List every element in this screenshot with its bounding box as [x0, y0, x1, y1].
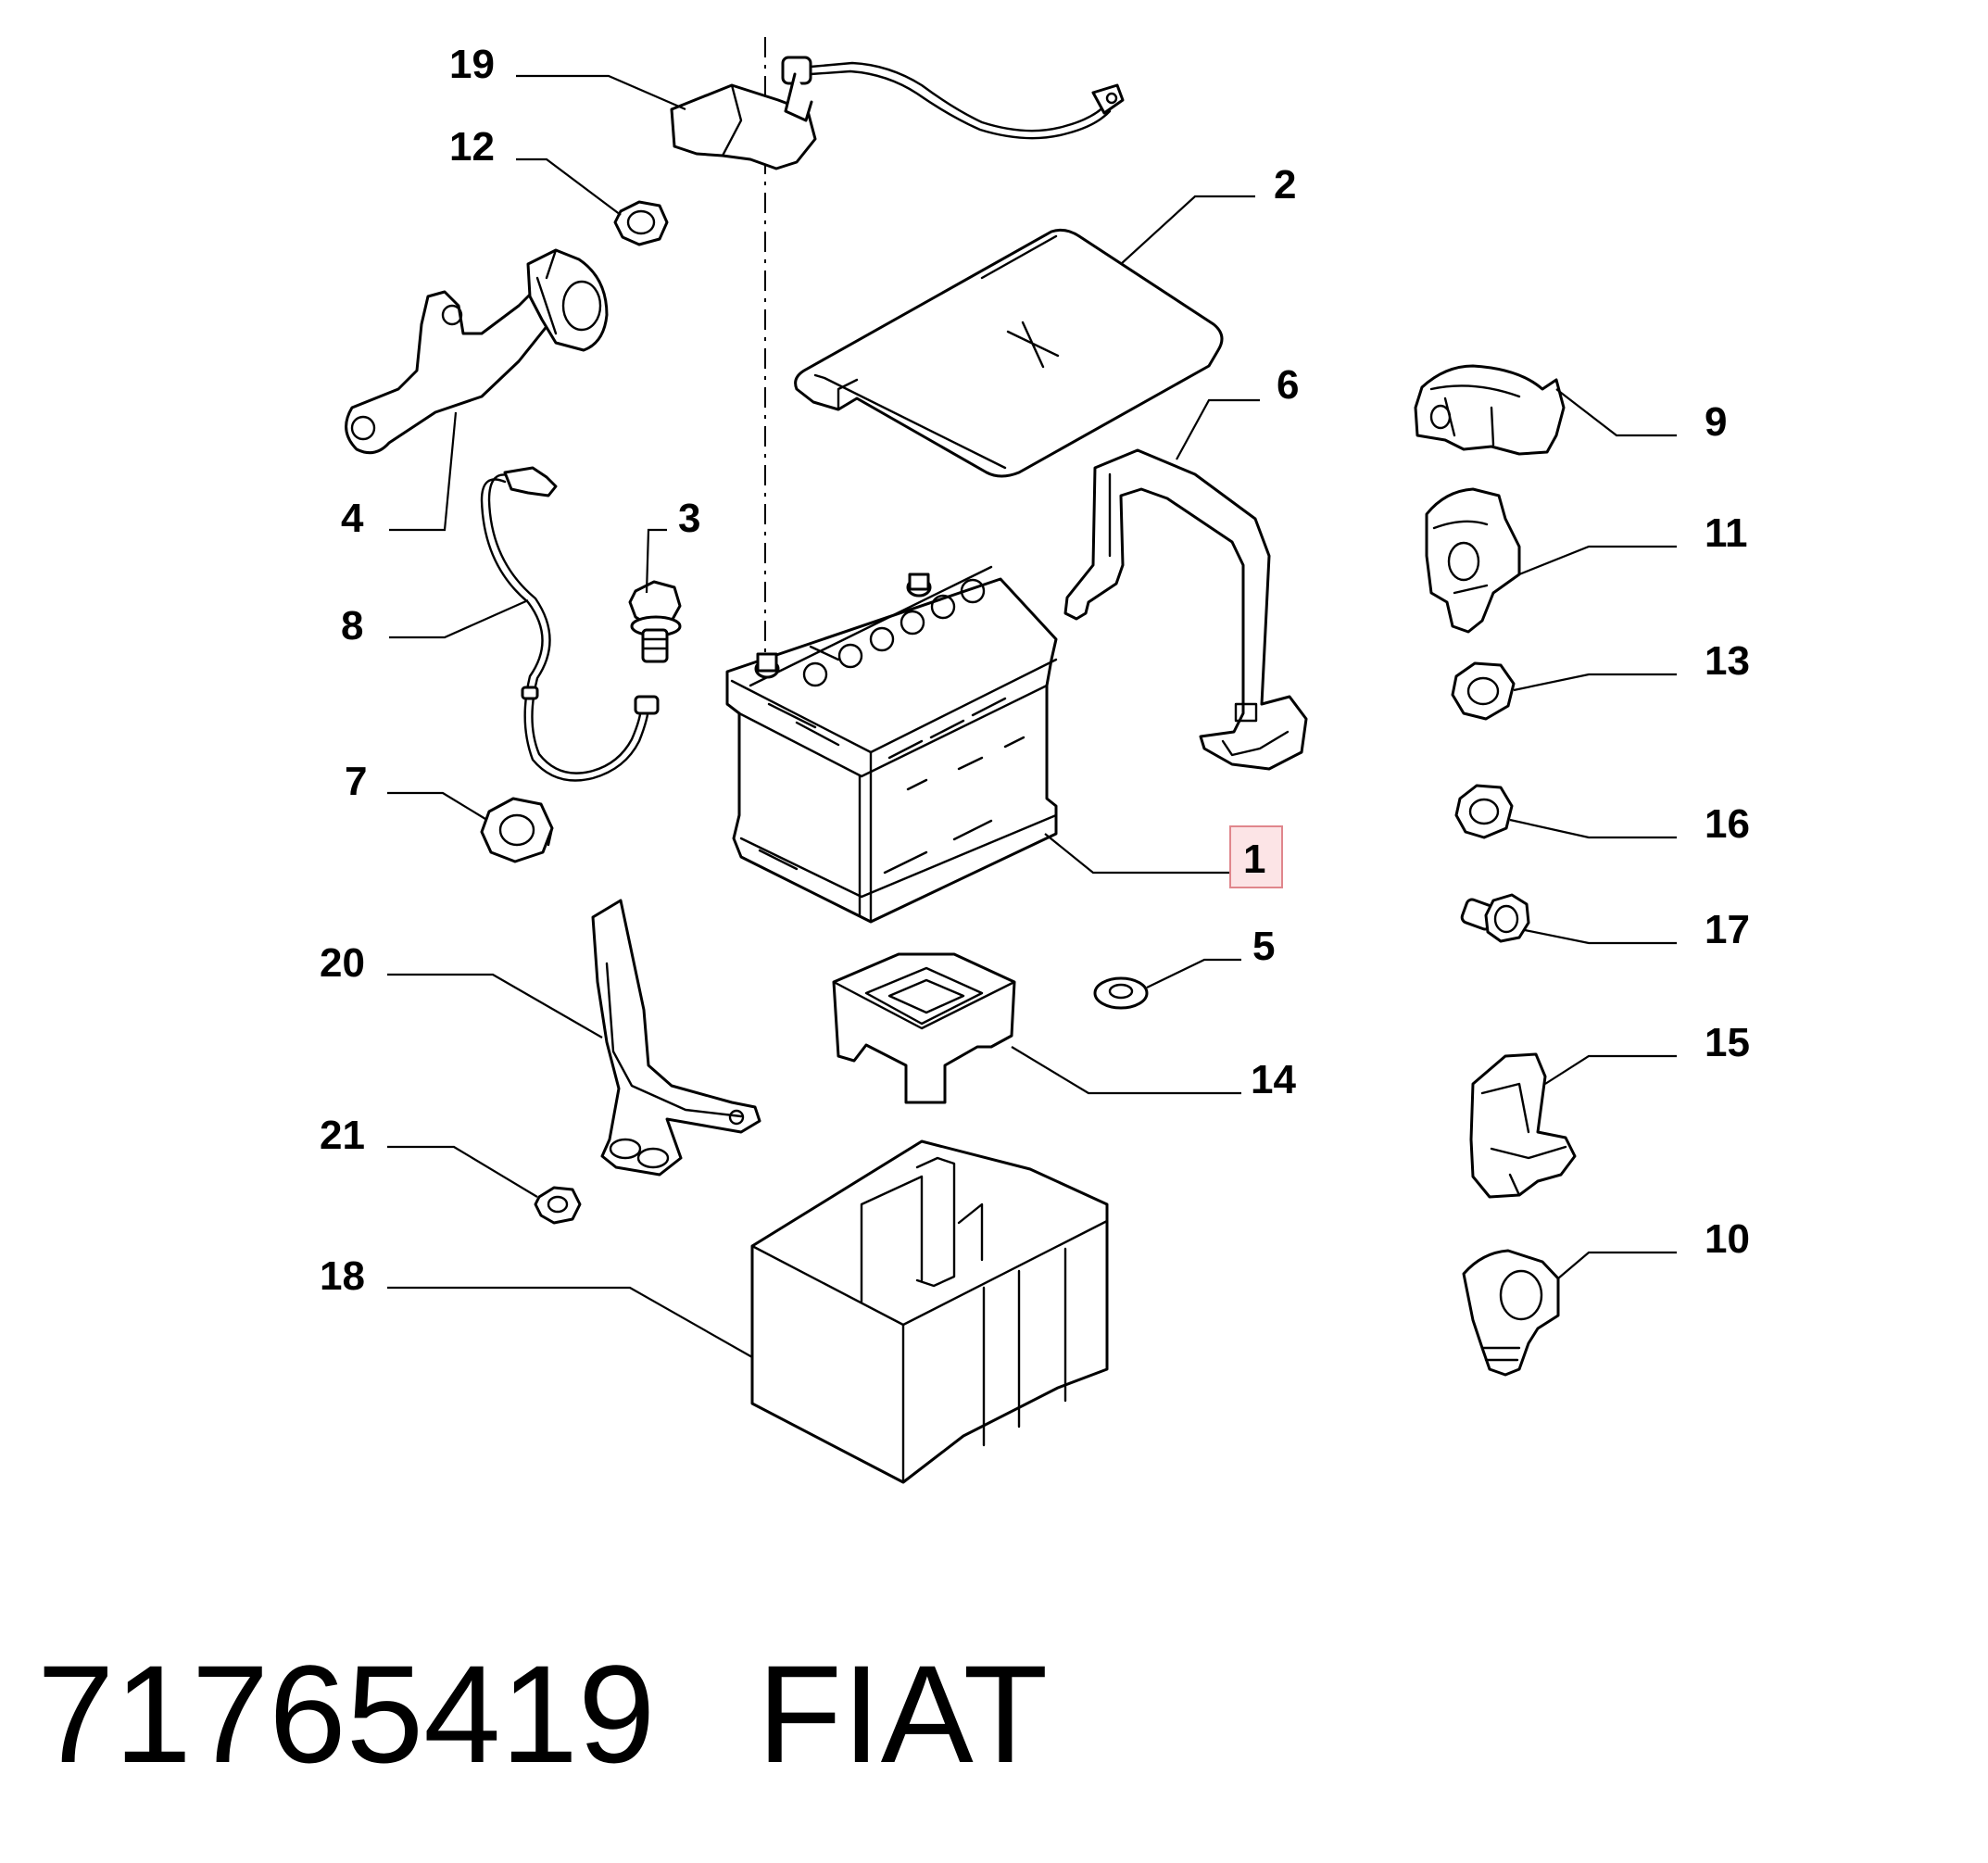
part-20-support-bracket[interactable]	[591, 899, 761, 1177]
part-14-spacer-block[interactable]	[832, 952, 1016, 1104]
callout-11: 11	[1705, 510, 1748, 556]
part-3-bolt[interactable]	[628, 580, 682, 663]
part-18-battery-tray[interactable]	[750, 1139, 1109, 1484]
callout-labels: 19 12 2 6 9 4 3 11 8 13 7 16 1 17 5 20 1…	[320, 42, 1750, 1299]
callout-1: 1	[1243, 837, 1265, 882]
callout-7: 7	[345, 759, 367, 804]
callout-15: 15	[1705, 1020, 1750, 1065]
highlight-box-callout-1	[1229, 825, 1283, 888]
part-4-bracket[interactable]	[345, 248, 609, 455]
brand-name: FIAT	[757, 1636, 1049, 1792]
callout-2: 2	[1274, 162, 1296, 208]
part-12-nut[interactable]	[613, 200, 669, 246]
exploded-parts-diagram: 19 12 2 6 9 4 3 11 8 13 7 16 1 17 5 20 1…	[320, 37, 1750, 1484]
leader-lines	[387, 74, 1677, 1358]
callout-3: 3	[678, 496, 700, 541]
callout-10: 10	[1705, 1216, 1750, 1262]
part-21-nut[interactable]	[534, 1186, 582, 1225]
part-13-nut[interactable]	[1451, 661, 1516, 721]
part-2-battery-cover[interactable]	[794, 228, 1224, 478]
callout-13: 13	[1705, 638, 1750, 684]
callout-8: 8	[341, 603, 363, 648]
part-caption: 71765419 FIAT	[37, 1630, 1945, 1797]
part-10-cable-clip[interactable]	[1462, 1249, 1560, 1377]
part-19-battery-sensor[interactable]	[670, 56, 1125, 170]
part-1-battery[interactable]	[725, 565, 1058, 924]
part-number: 71765419	[37, 1636, 656, 1792]
part-9-cable-clip[interactable]	[1414, 364, 1566, 456]
callout-16: 16	[1705, 801, 1750, 847]
callout-17: 17	[1705, 907, 1750, 952]
part-15-cable-clip[interactable]	[1469, 1052, 1577, 1199]
callout-20: 20	[320, 940, 365, 986]
callout-4: 4	[341, 496, 364, 541]
callout-21: 21	[320, 1113, 365, 1158]
part-7-nut[interactable]	[480, 797, 554, 863]
callout-5: 5	[1252, 924, 1275, 969]
callout-6: 6	[1277, 362, 1299, 408]
callout-14: 14	[1251, 1057, 1296, 1102]
part-6-hold-down-strap[interactable]	[1063, 448, 1308, 771]
part-11-cable-clip[interactable]	[1425, 487, 1521, 634]
part-17-bolt[interactable]	[1460, 893, 1530, 943]
callout-12: 12	[449, 124, 495, 170]
part-5-washer[interactable]	[1093, 976, 1149, 1010]
callout-18: 18	[320, 1253, 365, 1299]
part-16-nut[interactable]	[1454, 784, 1514, 839]
callout-19: 19	[449, 42, 495, 87]
part-8-ground-cable[interactable]	[480, 466, 660, 782]
callout-9: 9	[1705, 399, 1727, 445]
